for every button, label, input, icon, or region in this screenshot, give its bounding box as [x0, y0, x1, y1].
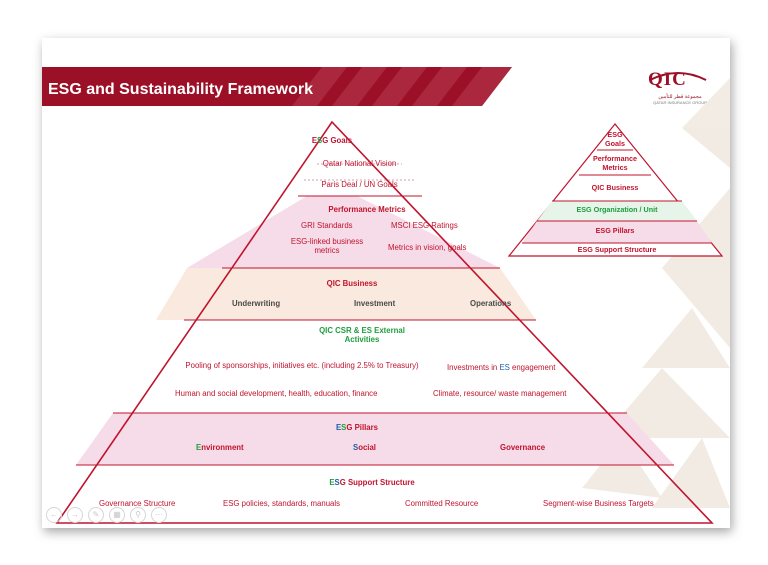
mini-support: ESG Support Structure — [577, 245, 657, 254]
logo-text: QIC — [648, 69, 687, 90]
forward-icon[interactable]: → — [67, 507, 83, 523]
band-metrics — [187, 196, 500, 268]
qic-logo — [649, 72, 707, 81]
csr-item-pooling: Pooling of sponsorships, initiatives etc… — [185, 361, 419, 370]
pillar-environment: Environment — [196, 443, 244, 452]
metrics-item-msci: MSCI ESG Ratings — [391, 221, 458, 230]
metrics-item-vision: Metrics in vision, goals — [388, 243, 467, 252]
pillar-social: Social — [353, 443, 376, 452]
metrics-title: Performance Metrics — [328, 205, 406, 214]
mini-metrics-line2: Metrics — [602, 163, 628, 172]
csr-item-investments-es: Investments in ES engagement — [447, 363, 556, 372]
pillars-title: ESG Pillars — [335, 423, 379, 432]
pillar-governance: Governance — [500, 443, 546, 452]
mini-goals-line1: ESG — [607, 130, 623, 139]
support-item-segment-targets: Segment-wise Business Targets — [543, 499, 654, 508]
csr-item-climate: Climate, resource/ waste management — [433, 389, 567, 398]
business-title: QIC Business — [326, 279, 378, 288]
zoom-icon[interactable]: ⚲ — [130, 507, 146, 523]
support-title: ESG Support Structure — [329, 478, 415, 487]
esg-pyramid — [55, 120, 724, 524]
business-item-investment: Investment — [354, 299, 396, 308]
pyramid-outline — [55, 120, 714, 524]
mini-goals-line2: Goals — [605, 139, 625, 148]
background-triangles — [582, 78, 730, 508]
mini-pillars: ESG Pillars — [595, 226, 635, 235]
csr-title: QIC CSR & ES External Activities — [319, 326, 405, 344]
grid-icon[interactable]: ▦ — [109, 507, 125, 523]
slide-title: ESG and Sustainability Framework — [48, 81, 313, 98]
more-icon[interactable]: ⋯ — [151, 507, 167, 523]
support-item-governance-structure: Governance Structure — [99, 499, 176, 508]
back-icon[interactable]: ← — [46, 507, 62, 523]
metrics-item-esg-linked: ESG-linked business metrics — [290, 237, 364, 255]
goals-item-paris: Paris Deal / UN Goals — [321, 180, 398, 189]
slide: ESG and Sustainability Framework QIC مجم… — [42, 38, 730, 528]
support-item-policies: ESG policies, standards, manuals — [223, 499, 341, 508]
band-pillars — [76, 413, 674, 465]
metrics-item-gri: GRI Standards — [301, 221, 353, 230]
mini-metrics-line1: Performance — [593, 154, 637, 163]
business-item-underwriting: Underwriting — [232, 299, 281, 308]
logo-arabic-text: مجموعة قطر للتأمين — [658, 94, 702, 100]
mini-band-pillars — [522, 221, 712, 243]
pen-icon[interactable]: ✎ — [88, 507, 104, 523]
banner-stripes — [292, 67, 512, 106]
mini-business: QIC Business — [591, 183, 639, 192]
mini-org: ESG Organization / Unit — [576, 205, 658, 214]
goals-title: ESG Goals — [311, 136, 353, 145]
pyramid-fill-goals — [307, 122, 357, 196]
mini-band-org — [537, 201, 697, 221]
slide-decoration — [42, 67, 730, 508]
csr-item-human-social: Human and social development, health, ed… — [175, 389, 378, 398]
business-item-operations: Operations — [470, 299, 512, 308]
support-item-committed-resource: Committed Resource — [405, 499, 479, 508]
goals-item-qnv: Qatar National Vision — [322, 159, 397, 168]
band-business — [156, 268, 536, 320]
logo-english-text: QATAR INSURANCE GROUP — [653, 100, 707, 105]
